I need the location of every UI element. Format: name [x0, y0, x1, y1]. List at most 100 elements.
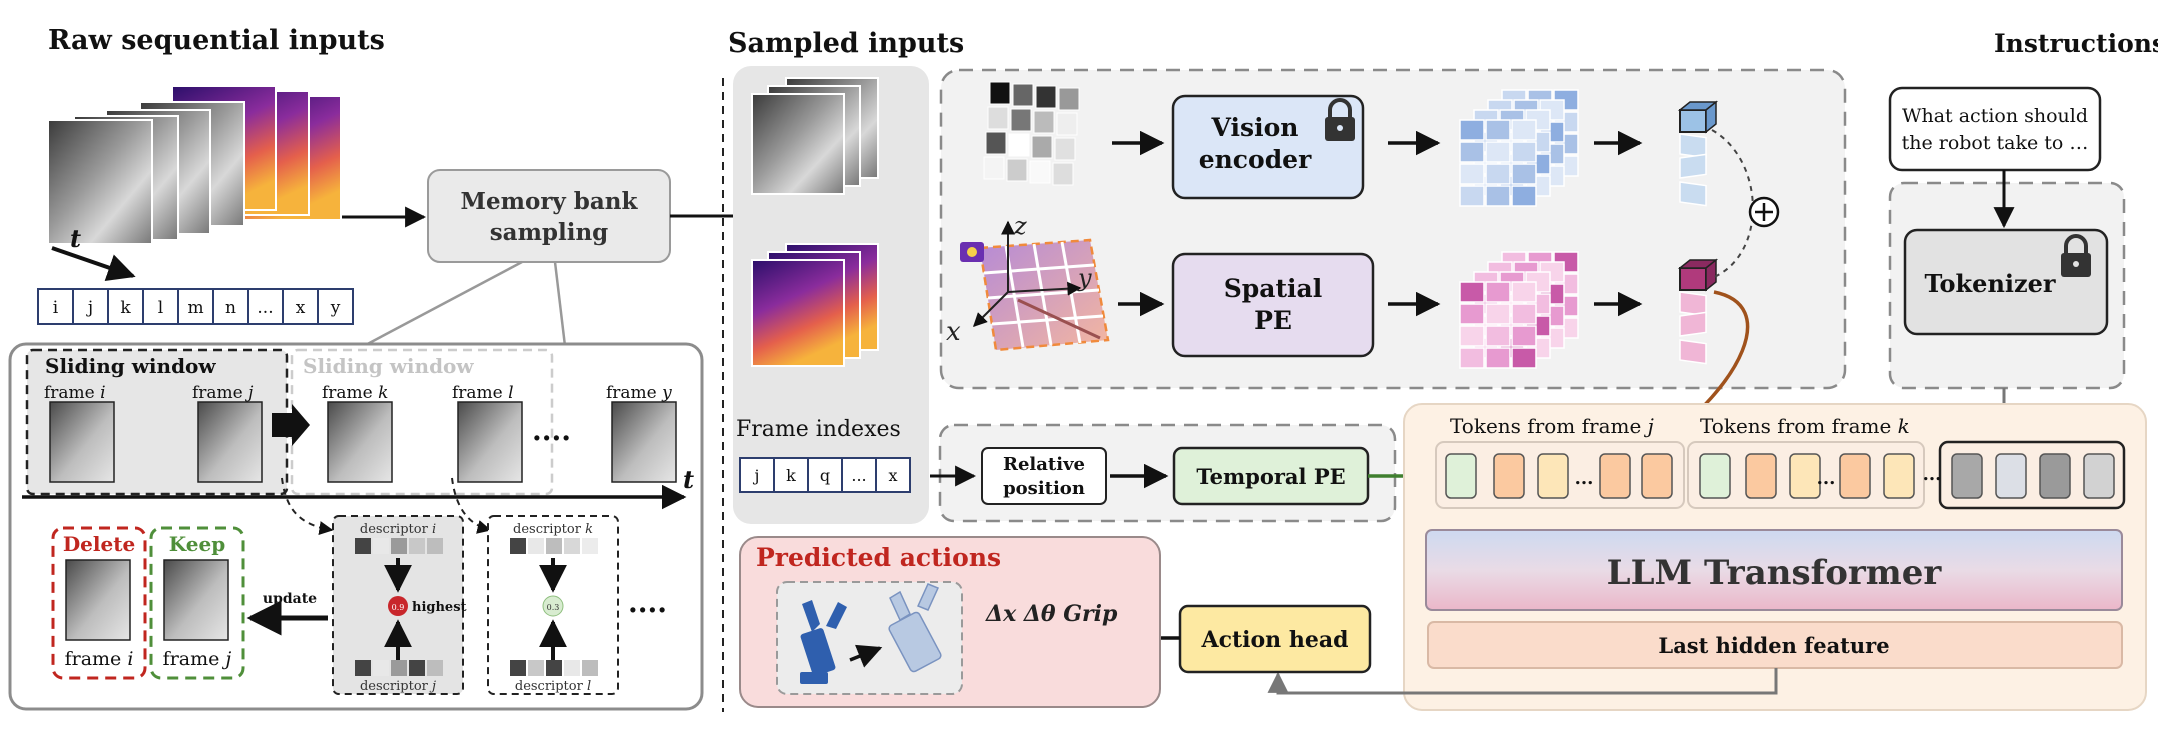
frame-index-cell: x [875, 457, 911, 493]
token-box [2039, 453, 2071, 499]
image-patch [1035, 85, 1057, 109]
llm-transformer-label: LLM Transformer [1607, 553, 1943, 593]
raw-index-cell: l [142, 288, 179, 325]
axis-z-label: z [1013, 212, 1027, 240]
token-box [1745, 453, 1777, 499]
sliding-frame-thumbnail [197, 401, 263, 483]
descriptor-2-bottom-bar [510, 660, 598, 676]
token-cell [1679, 311, 1707, 337]
window-shift-arrow [272, 404, 310, 446]
feature-cell [1511, 303, 1537, 325]
sliding-frame-label: frame j [192, 383, 254, 403]
sliding-frame: frame k [322, 383, 393, 483]
descriptor-cell [510, 538, 526, 554]
similarity-score-high [388, 596, 408, 616]
feature-cell [1459, 163, 1485, 185]
feature-cell [1485, 119, 1511, 141]
vision-feature-cube [1459, 89, 1579, 207]
descriptor-2-top-bar [510, 538, 598, 554]
time-axis-label: t [683, 465, 694, 494]
spatial-pe-box [1171, 252, 1375, 358]
token-cell [1679, 153, 1707, 179]
raw-index-cell-label: l [158, 298, 163, 318]
token-cell [1679, 291, 1707, 317]
descriptor-1-top-bar [355, 538, 443, 554]
sliding-frame-label: frame y [606, 383, 672, 403]
raw-frame-stack [47, 85, 342, 245]
raw-index-cell: y [317, 288, 354, 325]
descriptor-cell [528, 660, 544, 676]
descriptor-cell [355, 660, 371, 676]
image-patch [1012, 83, 1034, 107]
gripper-start-icon [800, 600, 847, 684]
sampled-depth-frame [751, 259, 845, 367]
descriptor-cell [427, 660, 443, 676]
image-patch [1058, 87, 1080, 111]
descriptor-2-bottom-label: descriptor l [515, 679, 591, 694]
similarity-score-high-value: 0.9 [392, 603, 405, 612]
tokenizer-label: Tokenizer [1924, 269, 2055, 298]
relative-position-line2: position [1003, 478, 1085, 499]
feature-cell [1511, 325, 1537, 347]
descriptor-cell [564, 660, 580, 676]
token-sequence-ellipsis: ... [1923, 464, 1942, 485]
callout-line [359, 260, 523, 350]
sliding-frame: frame j [192, 383, 263, 483]
descriptor-cell [373, 538, 389, 554]
raw-index-cell-label: n [225, 298, 236, 318]
raw-index-cell-label: m [187, 298, 203, 318]
token-cell [1679, 133, 1707, 159]
connector-to-descriptor-1 [281, 477, 334, 535]
tokens-from-frame-k-label: Tokens from frame k [1700, 414, 1910, 438]
frame-index-cell-label: q [820, 466, 830, 485]
descriptor-1-top-label: descriptor i [360, 522, 436, 537]
lock-icon [2061, 234, 2091, 277]
raw-index-cell-label: y [330, 298, 341, 318]
spatial-feature-cube [1459, 251, 1579, 369]
token-group-instruction [1938, 440, 2126, 510]
delete-frame-thumbnail [65, 559, 131, 641]
lock-icon [1325, 98, 1355, 141]
sampled-inputs-heading: Sampled inputs [728, 28, 964, 59]
callout-line [553, 261, 567, 347]
feature-cell [1485, 303, 1511, 325]
feature-cell [1459, 141, 1485, 163]
descriptor-cell [427, 538, 443, 554]
token-box [1699, 453, 1731, 499]
spatial-pe-line1: Spatial [1224, 274, 1322, 303]
feature-cell [1459, 119, 1485, 141]
sliding-frame-label: frame i [44, 383, 106, 403]
arrow-hidden-to-action-head [1267, 668, 1778, 695]
raw-index-cell: x [282, 288, 319, 325]
raw-index-cell-label: k [120, 298, 131, 318]
image-patch [1010, 108, 1032, 132]
token-sequence: ...... [1445, 453, 2115, 499]
sliding-frame-thumbnail [327, 401, 393, 483]
feature-cell [1485, 141, 1511, 163]
raw-inputs-heading: Raw sequential inputs [48, 25, 385, 56]
axis-x-label: x [946, 317, 961, 347]
token-box [1839, 453, 1871, 499]
image-patch [1031, 135, 1053, 159]
similarity-score-low-value: 0.3 [547, 603, 560, 612]
gripper-motion-arrow [849, 644, 883, 668]
token-box [1599, 453, 1631, 499]
descriptor-cell [510, 660, 526, 676]
feature-cell [1485, 281, 1511, 303]
image-patch [989, 81, 1011, 105]
frame-index-cell-label: x [888, 466, 897, 485]
instruction-line2: the robot take to … [1902, 132, 2089, 154]
image-patch [983, 156, 1005, 180]
token-box [1789, 453, 1821, 499]
sampled-rgb-frame [751, 93, 845, 195]
keep-label: Keep [169, 532, 225, 556]
raw-index-cell: ... [247, 288, 284, 325]
image-patch [1006, 158, 1028, 182]
feature-cell [1485, 163, 1511, 185]
feature-cell [1459, 325, 1485, 347]
raw-index-cell-label: ... [257, 298, 273, 318]
image-patch [1052, 162, 1074, 186]
camera-icon [960, 242, 984, 262]
